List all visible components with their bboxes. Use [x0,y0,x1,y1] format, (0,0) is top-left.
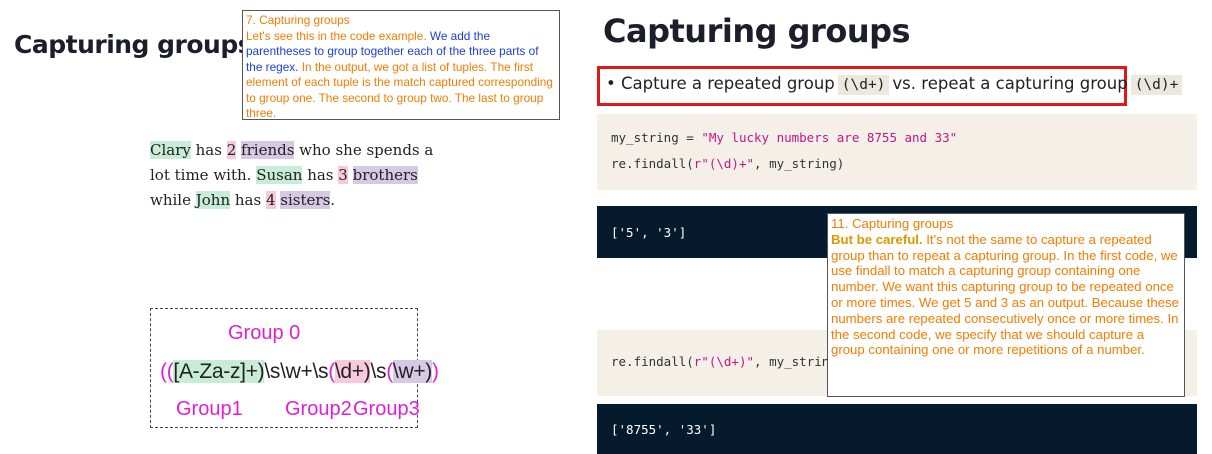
example-sentence: Clary has 2 friends who she spends a lot… [150,138,440,213]
regex-group3: \w+) [392,360,432,383]
note-heading: 11. Capturing groups [831,216,954,231]
code-text: re.findall( [611,156,694,171]
sentence-text: has [230,191,266,209]
regex-paren: ( [166,360,174,383]
group0-label: Group 0 [228,322,301,344]
sentence-text: . [330,191,336,209]
bullet-highlight-box [597,66,1127,106]
note-text-highlight: We add the parentheses to group together… [246,28,539,74]
bullet-point: • Capture a repeated group(\d+)vs. repea… [606,74,1185,95]
left-slide-title: Capturing groups [14,30,253,59]
output-text: ['8755', '33'] [611,422,717,437]
group1-label: Group1 [176,398,243,420]
output-block-2: ['8755', '33'] [597,404,1197,454]
bullet-text: vs. repeat a capturing group [892,74,1128,93]
inline-code: (\d)+ [1130,75,1183,95]
highlight-noun: brothers [352,166,418,184]
code-string: r"(\d+)" [693,354,755,369]
group3-label: Group3 [353,398,420,420]
code-text: my_string = [611,130,702,145]
code-line: my_string = "My lucky numbers are 8755 a… [611,130,957,145]
right-slide-title: Capturing groups [603,12,911,50]
highlight-number: 2 [226,141,237,159]
highlight-name: Susan [256,166,303,184]
highlight-name: Clary [150,141,191,159]
regex-group1: [A-Za-z]+) [173,360,265,383]
group2-label: Group2 [285,398,352,420]
regex-paren: ( [160,360,167,383]
output-text: ['5', '3'] [611,225,687,240]
code-text: , my_string) [754,156,845,171]
note-text: It's not the same to capture a repeated … [831,231,1179,358]
code-line: re.findall(r"(\d)+", my_string) [611,156,844,171]
code-string: r"(\d)+" [693,156,755,171]
note-text-bold: But be careful. [831,231,923,247]
regex-group2: \d+) [334,360,371,383]
code-text: re.findall( [611,354,694,369]
speaker-note-7: 7. Capturing groups Let's see this in th… [242,10,560,120]
highlight-number: 4 [265,191,276,209]
highlight-noun: friends [241,141,295,159]
bullet-mark: • [606,74,616,93]
code-text: , my_string) [754,354,845,369]
note-text: In the output, we got a list of tuples. … [246,59,553,121]
sentence-text [348,166,353,184]
sentence-text: while [150,191,196,209]
bullet-text: Capture a repeated group [620,74,835,93]
inline-code: (\d+) [837,75,890,95]
note-heading: 7. Capturing groups [246,13,350,27]
sentence-text: who she spends a lot time with. [150,141,434,184]
highlight-noun: sisters [280,191,331,209]
sentence-text: has [190,141,227,159]
code-block-1: my_string = "My lucky numbers are 8755 a… [597,114,1197,190]
regex-text: \s\w+\s [264,360,329,383]
regex-text: \s [370,360,387,383]
regex-paren: ( [328,360,335,383]
regex-close-paren: ) [431,360,439,383]
highlight-name: John [195,191,231,209]
speaker-note-11: 11. Capturing groups But be careful. It'… [827,213,1185,397]
code-string: "My lucky numbers are 8755 and 33" [701,130,958,145]
note-text: Let's see this in the code example. [246,28,430,43]
sentence-text: has [302,166,339,184]
highlight-number: 3 [338,166,348,184]
regex-pattern: (([A-Za-z]+)\s\w+\s(\d+)\s(\w+)) [160,360,439,384]
code-line: re.findall(r"(\d+)", my_string) [611,354,844,369]
regex-paren: ( [386,360,393,383]
